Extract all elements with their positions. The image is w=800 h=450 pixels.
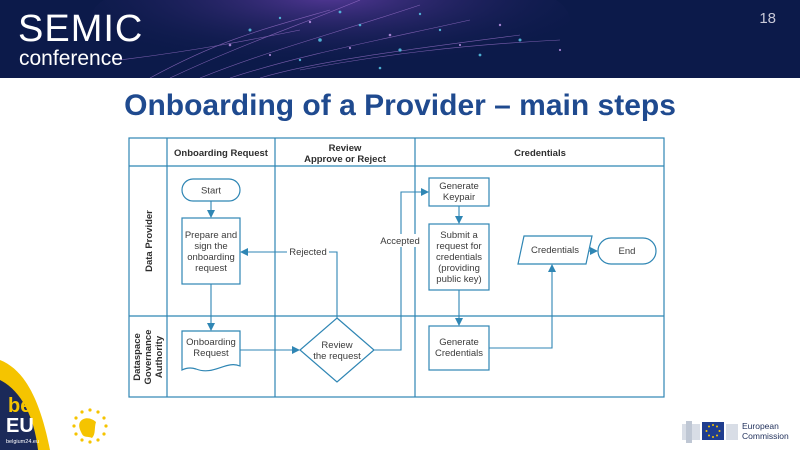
column-header-review-line1: Review: [329, 143, 362, 154]
slide-number: 18: [759, 10, 776, 27]
lane-label-dga-line3: Authority: [154, 335, 165, 378]
ec-text-line2: Commission: [742, 431, 789, 441]
submit-label-line4: (providing: [438, 263, 480, 274]
review-label-line2: the request: [313, 351, 361, 362]
submit-label-line3: credentials: [436, 252, 482, 263]
column-header-credentials: Credentials: [514, 148, 566, 159]
review-label-line1: Review: [321, 340, 352, 351]
be-eu-logo: be EU belgium24.eu: [0, 360, 108, 450]
european-commission-logo-icon: [682, 421, 738, 443]
prepare-label-line4: request: [195, 263, 227, 274]
be-eu-text-eu: EU: [6, 415, 34, 437]
lion-icon: [79, 418, 96, 438]
ec-text-line1: European: [742, 421, 779, 431]
be-eu-site: belgium24.eu: [6, 439, 39, 445]
conference-logo-text: conference: [19, 47, 123, 70]
lane-label-data-provider: Data Provider: [144, 210, 155, 272]
gen-cred-label-line2: Credentials: [435, 348, 483, 359]
semic-logo-text: SEMIC: [18, 8, 144, 50]
submit-label-line1: Submit a: [440, 230, 478, 241]
eu-stars-icon: [72, 408, 108, 444]
banner-decoration: [0, 0, 800, 78]
rejected-label-bg: [287, 245, 329, 258]
credentials-label: Credentials: [531, 245, 579, 256]
prepare-label-line1: Prepare and: [185, 230, 237, 241]
prepare-request-node: [181, 217, 241, 285]
credentials-data-node: [517, 235, 593, 265]
be-eu-blue-shape: [0, 380, 38, 450]
edge-review-rejected: [240, 248, 338, 318]
generate-credentials-node: [428, 325, 490, 371]
end-node: [597, 237, 657, 265]
be-eu-text-be: be: [8, 395, 31, 417]
gen-cred-label-line1: Generate: [439, 337, 479, 348]
lane-label-dga-line1: Dataspace: [132, 333, 143, 381]
submit-credentials-request-node: [428, 223, 490, 291]
prepare-label-line3: onboarding: [187, 252, 235, 263]
header-banner: SEMIC conference 18: [0, 0, 800, 78]
edge-label-rejected: Rejected: [289, 247, 327, 258]
review-decision-node: [299, 317, 375, 383]
column-header-review-line2: Approve or Reject: [304, 154, 387, 165]
onboarding-request-document-node: [181, 330, 241, 372]
accepted-label-bg: [378, 234, 422, 247]
prepare-label-line2: sign the: [194, 241, 227, 252]
onboarding-doc-label-line1: Onboarding: [186, 337, 236, 348]
european-commission-text: European Commission: [742, 421, 789, 441]
edge-label-accepted: Accepted: [380, 236, 420, 247]
edge-review-accepted: [374, 188, 429, 351]
submit-label-line5: public key): [436, 274, 481, 285]
column-header-onboarding-request: Onboarding Request: [174, 148, 269, 159]
edge-gencred-to-credentials: [489, 264, 556, 349]
lane-label-dga-line2: Governance: [143, 330, 154, 385]
end-node-label: End: [619, 246, 636, 257]
submit-label-line2: request for: [436, 241, 481, 252]
onboarding-doc-label-line2: Request: [193, 348, 229, 359]
keypair-label-line1: Generate: [439, 181, 479, 192]
generate-keypair-node: [428, 177, 490, 207]
slide-title: Onboarding of a Provider – main steps: [124, 89, 676, 122]
keypair-label-line2: Keypair: [443, 192, 475, 203]
swimlane-grid: [128, 137, 665, 398]
start-node-label: Start: [201, 186, 221, 197]
